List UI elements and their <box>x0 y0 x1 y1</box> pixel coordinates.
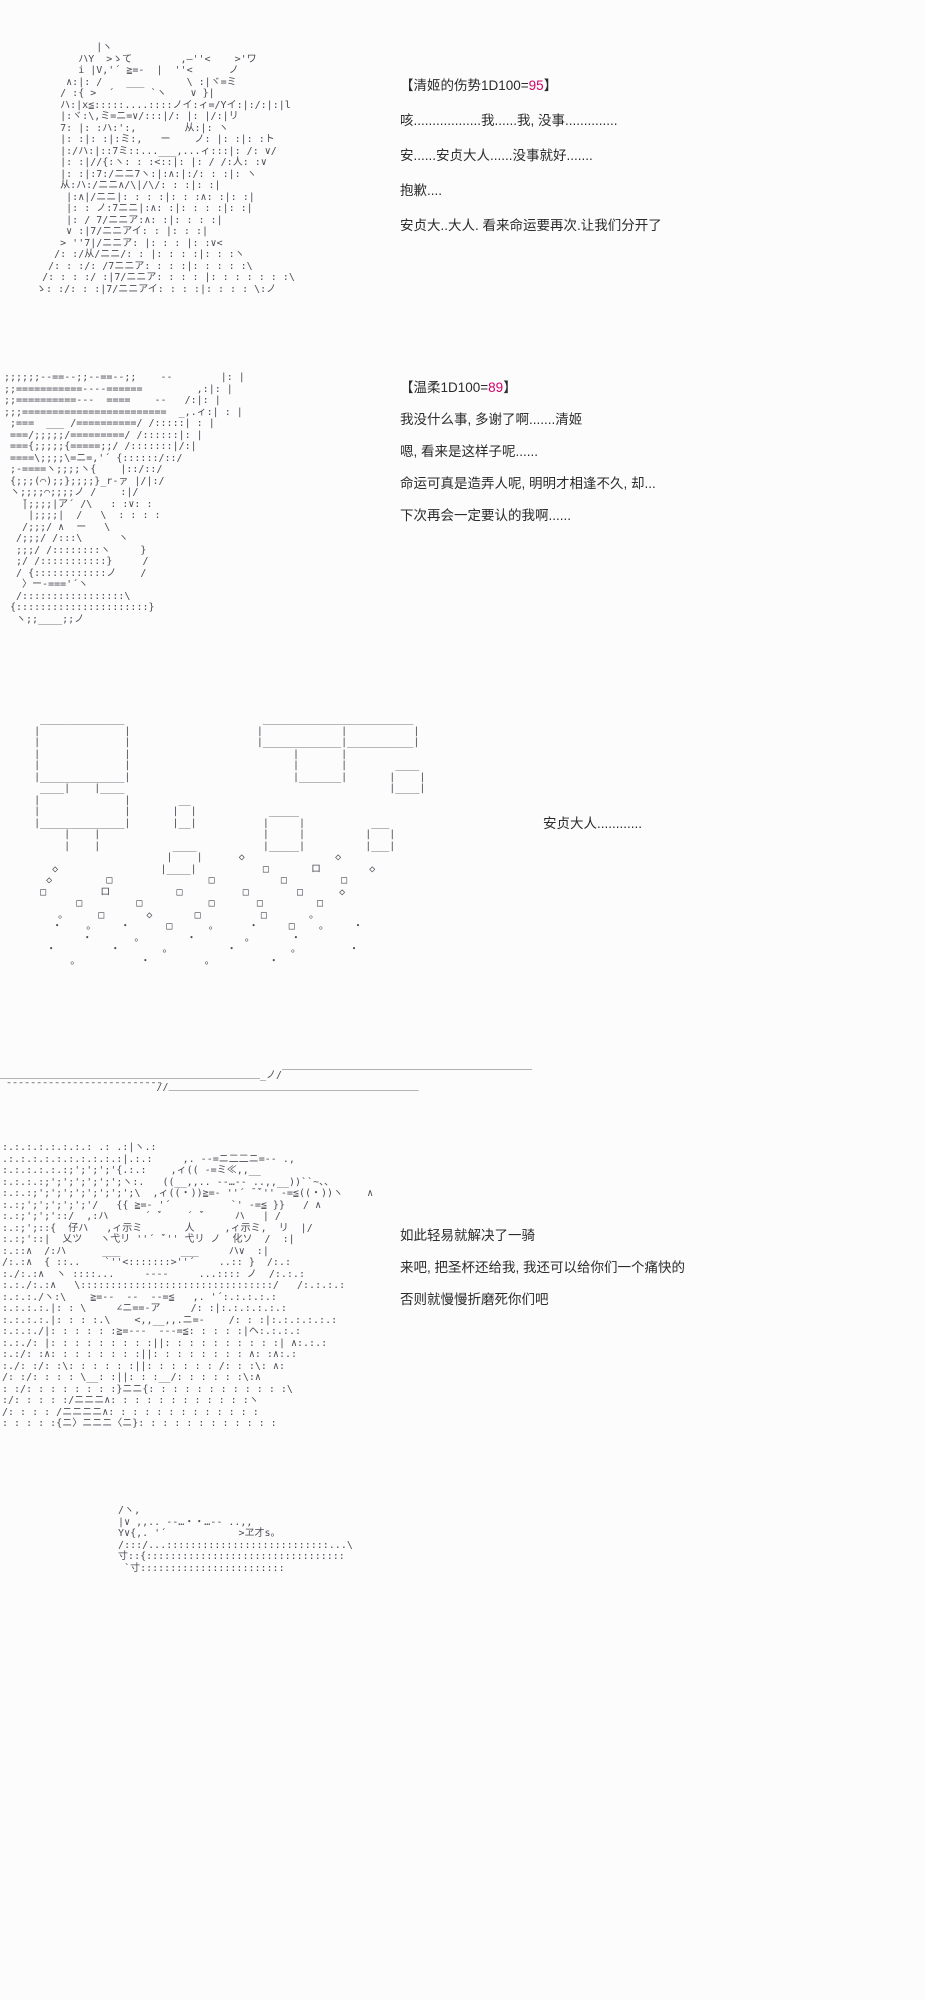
dialogue-block-anzhen: 【温柔1D100=89】 我没什么事, 多谢了啊.......清姬 嗯, 看来是… <box>400 376 656 536</box>
dice-roll-suffix: 】 <box>543 78 558 93</box>
dialogue-line: 下次再会一定要认的我啊...... <box>400 508 572 523</box>
dialogue-line: 安贞大..大人. 看来命运要再次.让我们分开了 <box>400 218 662 233</box>
dialogue-block-kiyohime: 【清姬的伤势1D100=95】 咳..................我....… <box>400 74 662 249</box>
dialogue-line: 安......安贞大人......没事就好....... <box>400 148 593 163</box>
dialogue-line: 嗯, 看来是这样子呢...... <box>400 444 539 459</box>
dice-roll-suffix: 】 <box>503 380 517 395</box>
dice-roll-prefix: 【清姬的伤势1D100= <box>400 78 529 93</box>
ascii-art-next-scene: /ヽ, |∨ ,,.. -‐…・・…‐- ..,, Y∨{,. '´ >ヱ才s。… <box>118 1505 353 1574</box>
ascii-art-kiyohime: |ヽ ハY >ゝて ,―''< >'ワ i |V,'´ ≧=‐ | ''< ノ … <box>36 42 295 295</box>
dialogue-block-villain: 如此轻易就解决了一骑 来吧, 把圣杯还给我, 我还可以给你们一个痛快的 否则就慢… <box>400 1224 685 1320</box>
dialogue-line: 命运可真是造弄人呢, 明明才相逢不久, 却... <box>400 476 656 491</box>
dialogue-line: 来吧, 把圣杯还给我, 我还可以给你们一个痛快的 <box>400 1260 686 1275</box>
dialogue-line: 如此轻易就解决了一骑 <box>400 1228 535 1243</box>
dice-roll-header: 【清姬的伤势1D100=95】 <box>400 74 662 94</box>
dialogue-line: 抱歉.... <box>400 183 443 198</box>
ascii-art-ground-line: ＿＿＿＿＿＿＿＿＿＿＿＿＿＿＿＿＿＿＿＿＿＿＿＿＿＿_ノ/￣￣￣￣￣￣￣￣￣￣￣… <box>0 1070 533 1093</box>
dice-roll-prefix: 【温柔1D100= <box>400 380 489 395</box>
ascii-art-anzhen-fallen: ;;;;;;--==--;;--==--;; -- |: | ;;=======… <box>4 372 245 625</box>
dice-roll-value: 89 <box>488 380 504 395</box>
caption-anzhen-call: 安贞大人............ <box>543 816 643 831</box>
dialogue-line: 咳..................我......我, 没事.........… <box>400 113 618 128</box>
dialogue-line: 否则就慢慢折磨死你们吧 <box>400 1292 549 1307</box>
dialogue-line: 我没什么事, 多谢了啊.......清姬 <box>400 412 583 427</box>
dice-roll-header: 【温柔1D100=89】 <box>400 376 656 396</box>
dice-roll-value: 95 <box>528 78 544 93</box>
ascii-art-shatter: ______________ _________________________… <box>34 714 426 967</box>
ascii-art-villain: :.:.:.:.:.:.:.: .: .:|ヽ.: .:.:.:.:.:.:.:… <box>2 1142 374 1429</box>
